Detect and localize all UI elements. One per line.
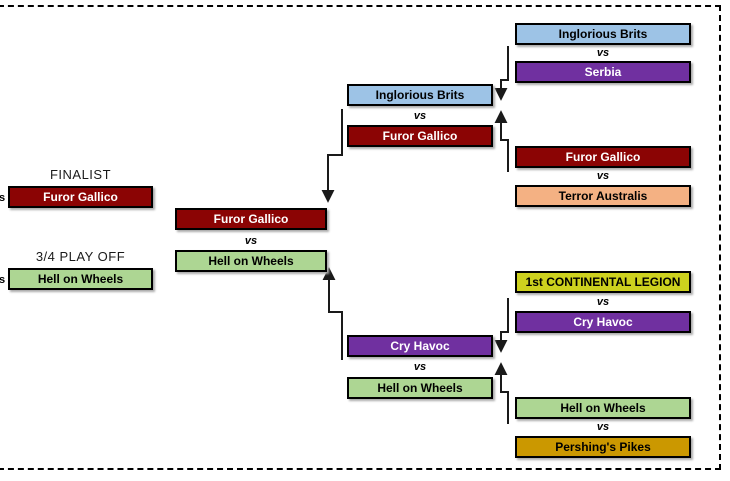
team-box-qf2-terror-australis: Terror Australis — [515, 185, 691, 207]
finalist-heading: FINALIST — [49, 167, 112, 182]
vs-label: vs — [596, 296, 610, 308]
team-box-qf2-furor-gallico: Furor Gallico — [515, 146, 691, 168]
clipped-text-fragment: s — [0, 274, 6, 286]
connector-qf2-to-sf1 — [494, 110, 509, 172]
team-box-qf1-inglorious-brits: Inglorious Brits — [515, 23, 691, 45]
team-box-qf1-serbia: Serbia — [515, 61, 691, 83]
vs-label: vs — [596, 421, 610, 433]
team-box-sf1-inglorious-brits: Inglorious Brits — [347, 84, 493, 106]
vs-label: vs — [413, 361, 427, 373]
connector-sf1-to-final — [321, 109, 343, 203]
team-box-final-furor-gallico: Furor Gallico — [175, 208, 327, 230]
vs-label: vs — [596, 170, 610, 182]
connector-qf1-to-sf1 — [494, 46, 509, 101]
third-place-heading: 3/4 PLAY OFF — [35, 249, 126, 264]
vs-label: vs — [413, 110, 427, 122]
team-box-final-hell-on-wheels: Hell on Wheels — [175, 250, 327, 272]
connector-sf2-to-final — [322, 267, 343, 360]
team-box-finalist-furor-gallico: Furor Gallico — [8, 186, 153, 208]
team-box-sf2-hell-on-wheels: Hell on Wheels — [347, 377, 493, 399]
team-box-sf1-furor-gallico: Furor Gallico — [347, 125, 493, 147]
connector-qf3-to-sf2 — [494, 298, 509, 353]
team-box-qf4-hell-on-wheels: Hell on Wheels — [515, 397, 691, 419]
team-box-third-place-hell-on-wheels: Hell on Wheels — [8, 268, 153, 290]
team-box-qf4-pershings-pikes: Pershing's Pikes — [515, 436, 691, 458]
team-box-sf2-cry-havoc: Cry Havoc — [347, 335, 493, 357]
team-box-qf3-1st-continental-legion: 1st CONTINENTAL LEGION — [515, 271, 691, 293]
connector-qf4-to-sf2 — [494, 362, 509, 424]
clipped-text-fragment: s — [0, 192, 6, 204]
team-box-qf3-cry-havoc: Cry Havoc — [515, 311, 691, 333]
vs-label: vs — [596, 47, 610, 59]
vs-label: vs — [244, 235, 258, 247]
